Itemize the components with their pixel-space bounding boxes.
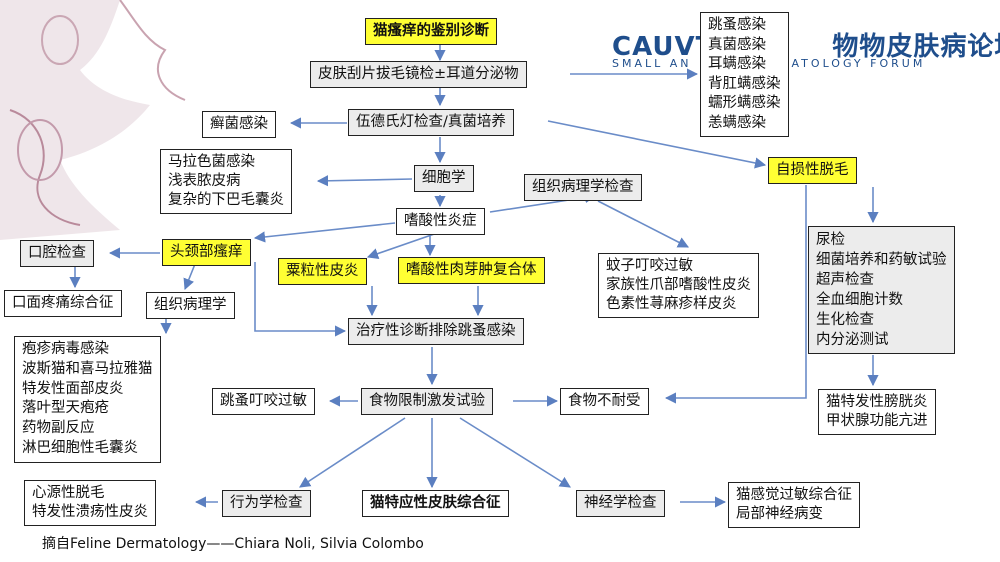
list-item: 局部神经病变 xyxy=(736,506,823,522)
forum-logo-subtitle: SMALL AN ATOLOGY FORUM xyxy=(612,57,925,70)
node-skin-scraping-label: 皮肤刮片拔毛镜检±耳道分泌物 xyxy=(318,66,519,82)
node-food-intolerance: 食物不耐受 xyxy=(560,388,649,415)
node-self-alopecia: 自损性脱毛 xyxy=(768,157,857,184)
list-item: 背肛螨感染 xyxy=(708,75,781,92)
node-therapeutic-trial-label: 治疗性诊断排除跳蚤感染 xyxy=(356,323,516,339)
list-item: 色素性荨麻疹样皮炎 xyxy=(606,296,737,312)
list-item: 心源性脱毛 xyxy=(32,485,105,501)
node-self-alopecia-label: 自损性脱毛 xyxy=(776,162,849,178)
node-cytology-label: 细胞学 xyxy=(422,170,466,186)
node-cytology: 细胞学 xyxy=(414,165,474,192)
node-therapeutic-trial: 治疗性诊断排除跳蚤感染 xyxy=(348,318,524,345)
node-neuro-exam-label: 神经学检查 xyxy=(584,495,657,511)
node-eosinophilic-granuloma-label: 嗜酸性肉芽肿复合体 xyxy=(406,262,537,278)
node-ringworm-label: 癣菌感染 xyxy=(210,116,268,132)
list-item: 特发性溃疡性皮炎 xyxy=(32,504,148,520)
node-psychogenic-items: 心源性脱毛 特发性溃疡性皮炎 xyxy=(24,480,156,526)
logo-sub-left: SMALL AN xyxy=(612,57,692,70)
list-item: 马拉色菌感染 xyxy=(168,154,255,170)
node-head-neck-pruritus: 头颈部瘙痒 xyxy=(162,239,251,266)
source-citation: 摘自Feline Dermatology——Chiara Noli, Silvi… xyxy=(42,536,424,552)
node-flea-bite-allergy-label: 跳蚤叮咬过敏 xyxy=(220,393,307,409)
logo-text-tail: 物物皮肤病论坛 xyxy=(832,32,1000,62)
node-wood-lamp: 伍德氏灯检查/真菌培养 xyxy=(348,109,514,136)
node-skin-scraping: 皮肤刮片拔毛镜检±耳道分泌物 xyxy=(310,61,527,88)
node-orofacial-pain-label: 口面疼痛综合征 xyxy=(12,295,114,311)
node-histopathology: 组织病理学 xyxy=(146,292,235,319)
list-item: 波斯猫和喜马拉雅猫 xyxy=(22,360,153,377)
node-oral-exam: 口腔检查 xyxy=(20,240,94,267)
node-miliary-dermatitis: 粟粒性皮炎 xyxy=(278,258,367,285)
node-histopath-exam: 组织病理学检查 xyxy=(524,174,642,201)
node-neuro-exam: 神经学检查 xyxy=(576,490,665,517)
list-item: 耳螨感染 xyxy=(708,56,766,72)
node-atopic-syndrome: 猫特应性皮肤综合征 xyxy=(362,490,509,517)
node-histopathology-label: 组织病理学 xyxy=(154,297,227,313)
histology-background-image xyxy=(0,0,186,240)
list-item: 尿检 xyxy=(816,232,845,248)
node-head-neck-pruritus-label: 头颈部瘙痒 xyxy=(170,244,243,260)
list-item: 特发性面部皮炎 xyxy=(22,380,124,397)
list-item: 蠕形螨感染 xyxy=(708,95,781,111)
list-item: 猫感觉过敏综合征 xyxy=(736,487,852,503)
list-item: 药物副反应 xyxy=(22,420,95,437)
list-item: 生化检查 xyxy=(816,312,874,328)
logo-text: CAUVT xyxy=(612,32,715,62)
list-item: 蚊子叮咬过敏 xyxy=(606,258,693,274)
node-eosinophilic-inflammation: 嗜酸性炎症 xyxy=(396,208,485,235)
list-item: 内分泌测试 xyxy=(816,332,889,348)
node-lab-tests: 尿检 细菌培养和药敏试验 超声检查 全血细胞计数 生化检查 内分泌测试 xyxy=(808,226,955,354)
list-item: 细菌培养和药敏试验 xyxy=(816,252,947,268)
node-histopath-exam-label: 组织病理学检查 xyxy=(532,179,634,195)
list-item: 真菌感染 xyxy=(708,36,766,53)
node-flea-bite-allergy: 跳蚤叮咬过敏 xyxy=(212,388,315,415)
list-item: 恙螨感染 xyxy=(708,114,766,131)
logo-sub-right: ATOLOGY FORUM xyxy=(791,57,926,70)
node-orofacial-pain: 口面疼痛综合征 xyxy=(4,290,122,317)
list-item: 落叶型天疱疮 xyxy=(22,400,109,417)
node-food-intolerance-label: 食物不耐受 xyxy=(568,393,641,409)
node-cystitis-items: 猫特发性膀胱炎 甲状腺功能亢进 xyxy=(818,389,936,435)
node-food-trial: 食物限制激发试验 xyxy=(361,388,493,415)
diagram-title: 猫瘙痒的鉴别诊断 xyxy=(373,23,489,39)
list-item: 复杂的下巴毛囊炎 xyxy=(168,192,284,208)
node-miliary-dermatitis-label: 粟粒性皮炎 xyxy=(286,263,359,279)
list-item: 跳蚤感染 xyxy=(708,17,766,33)
node-eosinophilic-granuloma: 嗜酸性肉芽肿复合体 xyxy=(398,257,545,284)
node-infections: 马拉色菌感染 浅表脓皮病 复杂的下巴毛囊炎 xyxy=(160,149,292,214)
list-item: 猫特发性膀胱炎 xyxy=(826,394,928,410)
node-head-neck-causes: 疱疹病毒感染 波斯猫和喜马拉雅猫 特发性面部皮炎 落叶型天疱疮 药物副反应 淋巴… xyxy=(14,336,161,463)
node-behavior-exam: 行为学检查 xyxy=(222,490,311,517)
node-parasites: 跳蚤感染 真菌感染 耳螨感染 背肛螨感染 蠕形螨感染 恙螨感染 xyxy=(700,12,789,137)
node-mosquito-items: 蚊子叮咬过敏 家族性爪部嗜酸性皮炎 色素性荨麻疹样皮炎 xyxy=(598,253,759,318)
list-item: 浅表脓皮病 xyxy=(168,173,241,189)
forum-logo: CAUVT 物物皮肤病论坛 xyxy=(612,26,1000,63)
list-item: 超声检查 xyxy=(816,272,874,288)
node-atopic-syndrome-label: 猫特应性皮肤综合征 xyxy=(370,495,501,511)
node-food-trial-label: 食物限制激发试验 xyxy=(369,393,485,409)
node-behavior-exam-label: 行为学检查 xyxy=(230,495,303,511)
list-item: 全血细胞计数 xyxy=(816,292,903,308)
node-wood-lamp-label: 伍德氏灯检查/真菌培养 xyxy=(356,114,506,130)
list-item: 疱疹病毒感染 xyxy=(22,341,109,357)
node-neuro-items: 猫感觉过敏综合征 局部神经病变 xyxy=(728,482,860,528)
title-box: 猫瘙痒的鉴别诊断 xyxy=(365,18,497,45)
list-item: 家族性爪部嗜酸性皮炎 xyxy=(606,277,751,293)
node-eosinophilic-inflammation-label: 嗜酸性炎症 xyxy=(404,213,477,229)
list-item: 淋巴细胞性毛囊炎 xyxy=(22,439,138,456)
list-item: 甲状腺功能亢进 xyxy=(826,413,928,429)
node-oral-exam-label: 口腔检查 xyxy=(28,245,86,261)
node-ringworm: 癣菌感染 xyxy=(202,111,276,138)
